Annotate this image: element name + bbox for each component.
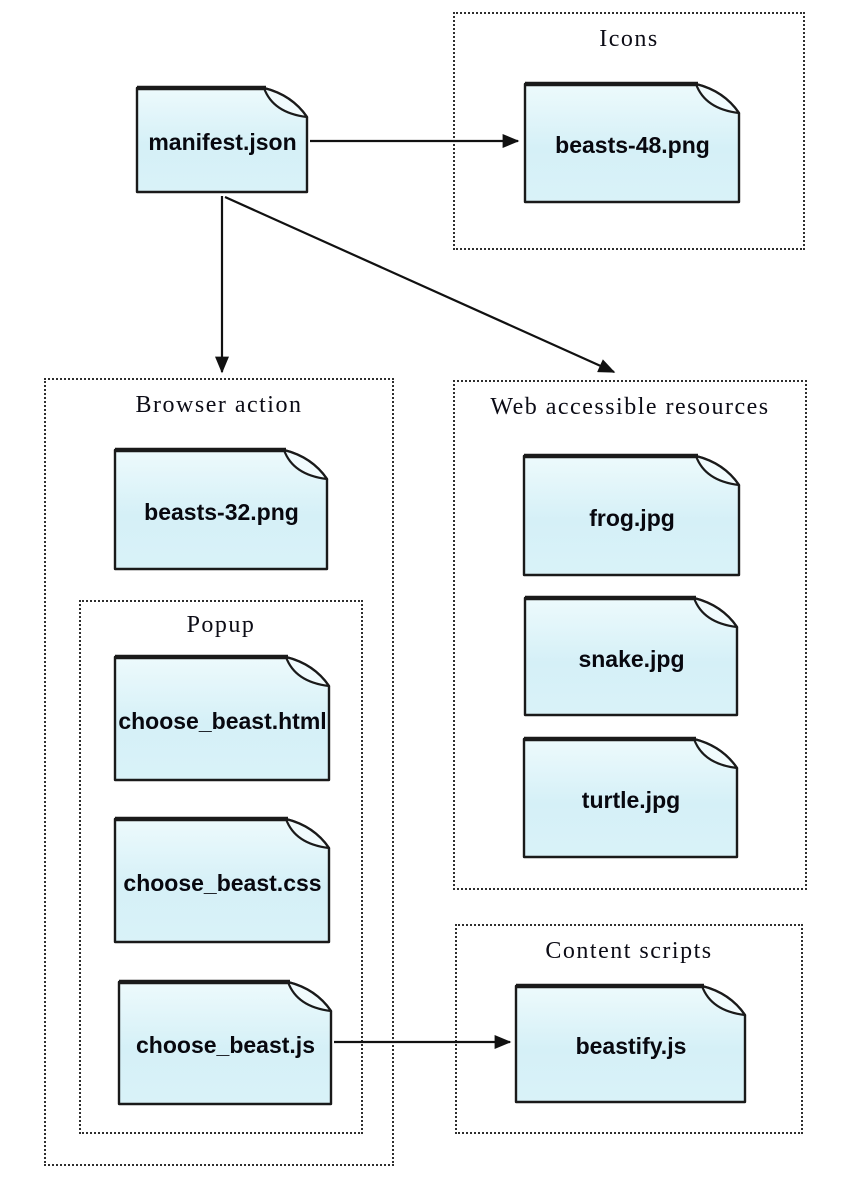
- document-shape: [113, 447, 329, 571]
- file-node-manifest: manifest.json: [135, 84, 310, 195]
- file-node-beastify: beastify.js: [514, 982, 748, 1105]
- file-node-beasts-48: beasts-48.png: [523, 80, 742, 205]
- document-shape: [523, 595, 739, 717]
- group-content-scripts: [455, 924, 803, 1134]
- file-label-beasts-48: beasts-48.png: [555, 132, 710, 158]
- file-node-choose-beast-html: choose_beast.html: [113, 653, 332, 783]
- group-content-scripts-title: Content scripts: [545, 938, 713, 964]
- group-web-accessible-resources-title: Web accessible resources: [490, 394, 770, 420]
- file-label-choose-beast-css: choose_beast.css: [123, 869, 322, 896]
- file-node-beasts-32: beasts-32.png: [113, 446, 330, 572]
- document-shape: [135, 85, 309, 194]
- document-shape: [522, 736, 739, 859]
- group-browser-action-title: Browser action: [135, 392, 303, 418]
- file-label-turtle: turtle.jpg: [581, 787, 681, 813]
- document-shape: [117, 979, 333, 1106]
- file-node-frog: frog.jpg: [522, 452, 742, 578]
- file-label-choose-beast-html: choose_beast.html: [118, 707, 327, 734]
- file-label-beasts-32: beasts-32.png: [144, 498, 299, 525]
- file-node-choose-beast-js: choose_beast.js: [117, 978, 334, 1107]
- group-popup: [79, 600, 363, 1134]
- file-label-choose-beast-js: choose_beast.js: [136, 1032, 315, 1058]
- group-popup-title: Popup: [186, 612, 256, 638]
- file-label-beastify: beastify.js: [575, 1033, 687, 1059]
- group-browser-action: [44, 378, 394, 1166]
- file-node-choose-beast-css: choose_beast.css: [113, 815, 332, 945]
- file-label-manifest: manifest.json: [148, 129, 297, 155]
- document-shape: [514, 983, 747, 1104]
- group-icons: [453, 12, 805, 250]
- document-shape: [523, 81, 741, 204]
- group-web-accessible-resources: [453, 380, 807, 890]
- document-shape: [113, 816, 331, 944]
- file-label-frog: frog.jpg: [589, 504, 675, 531]
- file-label-snake: snake.jpg: [578, 645, 685, 672]
- document-shape: [113, 654, 331, 782]
- file-node-turtle: turtle.jpg: [522, 735, 740, 860]
- document-shape: [522, 453, 741, 577]
- group-icons-title: Icons: [599, 26, 659, 52]
- file-node-snake: snake.jpg: [523, 594, 740, 718]
